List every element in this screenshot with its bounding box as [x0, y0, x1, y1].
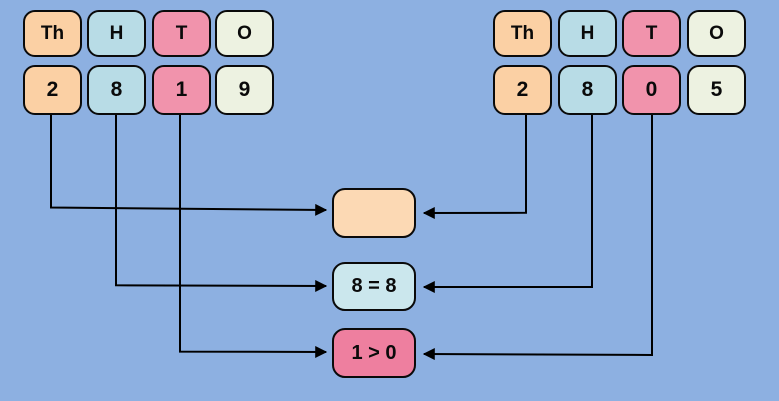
right-header-ones: O [687, 10, 746, 57]
right-header-thousands: Th [493, 10, 552, 57]
arrow-right-thousands [422, 114, 527, 219]
arrow-left-tens [179, 114, 328, 358]
left-digit-thousands: 2 [23, 65, 82, 115]
left-digit-tens: 1 [152, 65, 211, 115]
right-header-hundreds: H [558, 10, 617, 57]
arrow-right-hundreds [422, 114, 593, 293]
arrow-right-tens [422, 114, 653, 361]
comparison-box-hundreds: 8 = 8 [332, 262, 416, 311]
right-digit-hundreds: 8 [558, 65, 617, 115]
left-digit-ones: 9 [215, 65, 274, 115]
left-header-hundreds: H [87, 10, 146, 57]
right-digit-tens: 0 [622, 65, 681, 115]
arrow-left-thousands [50, 114, 328, 216]
right-header-tens: T [622, 10, 681, 57]
right-digit-ones: 5 [687, 65, 746, 115]
comparison-box-thousands [332, 188, 416, 238]
left-header-thousands: Th [23, 10, 82, 57]
comparison-box-tens: 1 > 0 [332, 328, 416, 378]
arrow-left-hundreds [115, 114, 328, 292]
left-digit-hundreds: 8 [87, 65, 146, 115]
left-header-ones: O [215, 10, 274, 57]
left-header-tens: T [152, 10, 211, 57]
right-digit-thousands: 2 [493, 65, 552, 115]
